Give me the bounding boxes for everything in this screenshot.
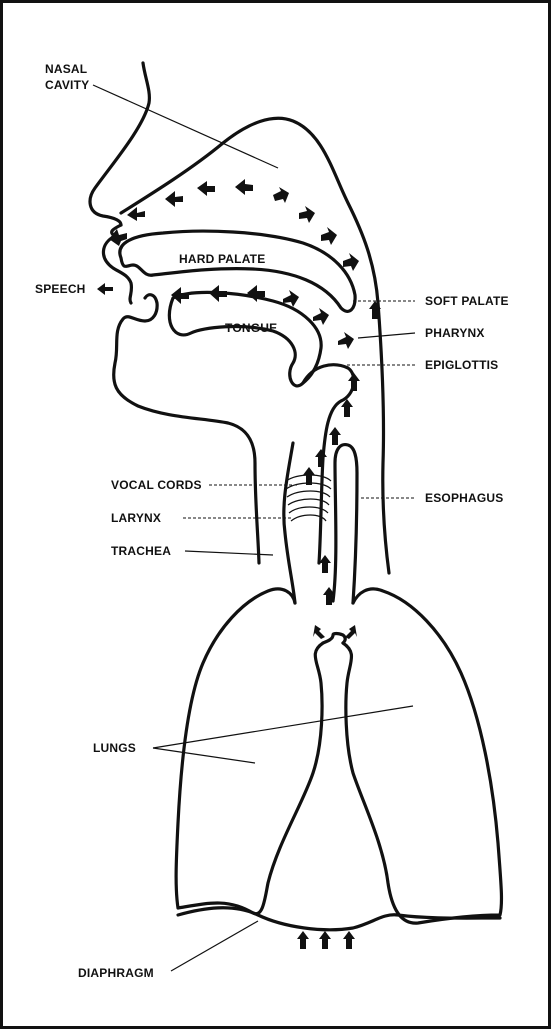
label-lungs: LUNGS bbox=[93, 741, 136, 755]
esophagus-outline bbox=[333, 445, 357, 603]
leader-diaphragm bbox=[171, 921, 258, 971]
leader-lungs-right bbox=[153, 706, 413, 748]
right-lung-outline bbox=[343, 589, 501, 923]
label-cavity: CAVITY bbox=[45, 78, 89, 92]
trachea-left-wall bbox=[284, 443, 295, 603]
label-larynx: LARYNX bbox=[111, 511, 161, 525]
left-lung-outline bbox=[176, 589, 323, 914]
label-tongue: TONGUE bbox=[225, 321, 277, 335]
leader-pharynx bbox=[358, 333, 415, 338]
diaphragm-arrows bbox=[297, 931, 355, 949]
airflow-arrows-mouth bbox=[171, 285, 354, 349]
label-diaphragm: DIAPHRAGM bbox=[78, 966, 154, 980]
respiratory-diagram: NASAL CAVITY HARD PALATE SPEECH SOFT PAL… bbox=[3, 3, 551, 1032]
label-esophagus: ESOPHAGUS bbox=[425, 491, 503, 505]
bronchi-junction bbox=[323, 634, 345, 644]
leader-lungs-left bbox=[153, 748, 255, 763]
diaphragm-outline bbox=[178, 908, 500, 930]
label-trachea: TRACHEA bbox=[111, 544, 171, 558]
label-hard-palate: HARD PALATE bbox=[179, 252, 265, 266]
tongue-outline bbox=[169, 292, 321, 385]
larynx-front-wall bbox=[303, 365, 354, 563]
label-nasal: NASAL bbox=[45, 62, 87, 76]
label-epiglottis: EPIGLOTTIS bbox=[425, 358, 498, 372]
label-pharynx: PHARYNX bbox=[425, 326, 485, 340]
upper-lip-outline bbox=[103, 236, 131, 303]
label-speech: SPEECH bbox=[35, 282, 86, 296]
speech-arrow-icon bbox=[97, 283, 113, 295]
label-vocal-cords: VOCAL CORDS bbox=[111, 478, 202, 492]
label-soft-palate: SOFT PALATE bbox=[425, 294, 509, 308]
